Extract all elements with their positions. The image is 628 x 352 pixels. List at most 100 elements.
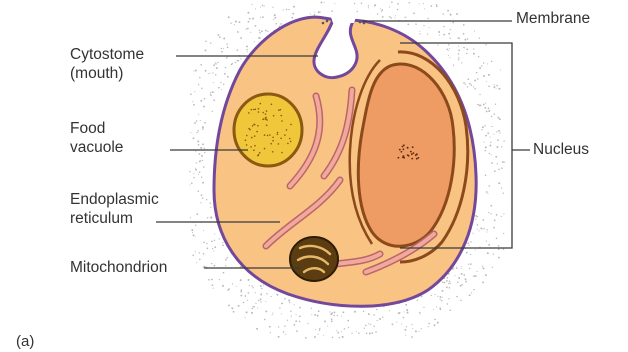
halo-dot	[193, 70, 194, 71]
halo-dot	[373, 314, 375, 316]
halo-dot	[277, 294, 278, 295]
halo-dot	[296, 314, 297, 315]
halo-dot	[246, 49, 247, 50]
halo-dot	[477, 229, 478, 230]
halo-dot	[246, 311, 248, 313]
halo-dot	[490, 213, 491, 214]
halo-dot	[450, 29, 451, 30]
halo-dot	[477, 104, 479, 106]
cytostome-label-line2: (mouth)	[70, 64, 144, 83]
halo-dot	[299, 321, 300, 322]
halo-dot	[260, 301, 261, 302]
halo-dot	[493, 227, 495, 229]
halo-dot	[421, 328, 422, 329]
halo-dot	[487, 193, 488, 194]
halo-dot	[446, 280, 448, 282]
halo-dot	[496, 146, 498, 148]
halo-dot	[446, 286, 448, 288]
halo-dot	[423, 3, 424, 4]
halo-dot	[273, 19, 274, 20]
halo-dot	[474, 80, 476, 82]
halo-dot	[254, 41, 255, 42]
halo-dot	[208, 73, 209, 74]
halo-dot	[202, 126, 204, 128]
food-granule	[271, 104, 273, 106]
halo-dot	[329, 311, 330, 312]
halo-dot	[476, 72, 478, 74]
halo-dot	[299, 316, 301, 318]
cytostome-label: Cytostome (mouth)	[70, 45, 144, 83]
halo-dot	[237, 60, 238, 61]
food-granule	[251, 109, 253, 111]
halo-dot	[226, 57, 227, 58]
halo-dot	[469, 268, 470, 269]
halo-dot	[460, 285, 462, 287]
halo-dot	[194, 91, 195, 92]
halo-dot	[204, 122, 206, 124]
food-granule	[272, 151, 274, 153]
halo-dot	[255, 8, 256, 9]
halo-dot	[390, 17, 392, 19]
food-granule	[265, 113, 267, 115]
halo-dot	[314, 314, 316, 316]
halo-dot	[206, 243, 207, 244]
halo-dot	[201, 194, 203, 196]
halo-dot	[485, 103, 486, 104]
halo-dot	[479, 246, 480, 247]
halo-dot	[369, 333, 371, 335]
halo-dot	[361, 3, 363, 5]
halo-dot	[450, 14, 452, 16]
halo-dot	[368, 5, 369, 6]
halo-dot	[228, 16, 230, 18]
halo-dot	[223, 48, 224, 49]
halo-dot	[315, 329, 316, 330]
halo-dot	[219, 279, 220, 280]
halo-dot	[498, 248, 500, 250]
halo-dot	[311, 308, 312, 309]
halo-dot	[467, 38, 469, 40]
halo-dot	[491, 116, 492, 117]
food-granule	[246, 135, 248, 137]
halo-dot	[225, 260, 226, 261]
halo-dot	[486, 240, 487, 241]
halo-dot	[434, 319, 436, 321]
halo-dot	[294, 324, 296, 326]
halo-dot	[449, 310, 451, 312]
halo-dot	[249, 285, 250, 286]
food-granule	[287, 143, 289, 145]
halo-dot	[487, 63, 488, 64]
halo-dot	[417, 299, 419, 301]
mitochondrion-body	[290, 237, 338, 281]
halo-dot	[245, 317, 246, 318]
halo-dot	[227, 257, 228, 258]
halo-dot	[200, 160, 201, 161]
halo-dot	[357, 11, 358, 12]
halo-dot	[366, 333, 368, 335]
halo-dot	[262, 5, 263, 6]
halo-dot	[372, 332, 374, 334]
chromatin-dot	[408, 155, 410, 157]
halo-dot	[453, 65, 454, 66]
halo-dot	[341, 331, 342, 332]
halo-dot	[227, 47, 229, 49]
chromatin-dot	[410, 151, 412, 153]
halo-dot	[258, 37, 260, 39]
halo-dot	[496, 88, 497, 89]
halo-dot	[205, 49, 207, 51]
halo-dot	[310, 13, 311, 14]
halo-dot	[288, 300, 290, 302]
halo-dot	[212, 248, 213, 249]
halo-dot	[491, 61, 493, 63]
halo-dot	[450, 283, 451, 284]
halo-dot	[231, 64, 233, 66]
halo-dot	[193, 104, 195, 106]
halo-dot	[418, 331, 419, 332]
halo-dot	[489, 145, 491, 147]
halo-dot	[342, 336, 344, 338]
halo-dot	[217, 34, 219, 36]
halo-dot	[274, 14, 276, 16]
halo-dot	[488, 244, 490, 246]
halo-dot	[196, 162, 197, 163]
halo-dot	[208, 279, 210, 281]
food-granule	[290, 141, 292, 143]
